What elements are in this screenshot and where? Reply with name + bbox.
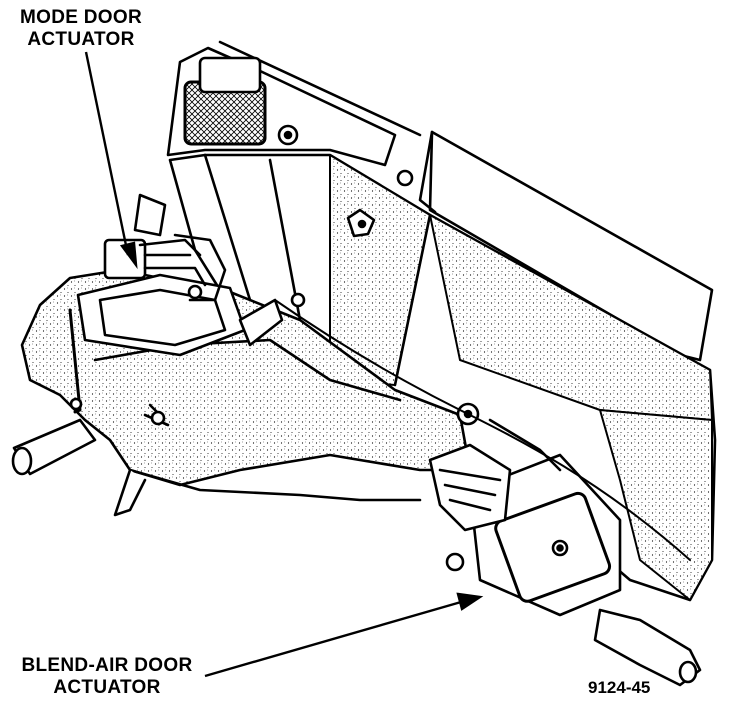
mode-actuator-tab bbox=[133, 193, 167, 237]
mode-actuator-wires bbox=[138, 238, 207, 287]
blend-air-door-actuator bbox=[428, 402, 622, 617]
mode-door-leader-arrow bbox=[119, 241, 138, 270]
control-cable bbox=[274, 299, 691, 561]
mode-actuator-face bbox=[98, 288, 227, 347]
blend-air-door-actuator-label: BLEND-AIR DOOR ACTUATOR bbox=[2, 655, 212, 699]
duct-outlet-opening bbox=[11, 446, 33, 476]
blend-actuator-hub-center bbox=[556, 544, 564, 552]
lower-right-foot-end bbox=[678, 660, 698, 684]
plenum-lower-edge bbox=[128, 468, 422, 502]
figure-number: 9124-45 bbox=[588, 678, 651, 697]
mode-door-leader-line bbox=[84, 51, 130, 256]
callout-leaders bbox=[84, 51, 484, 678]
cover-vent-cap bbox=[198, 56, 262, 94]
blend-actuator-lower-screw bbox=[445, 552, 465, 572]
blend-air-leader-line bbox=[204, 598, 469, 678]
blend-actuator-wires bbox=[438, 468, 502, 512]
evaporator-box-edge bbox=[418, 130, 437, 214]
mode-door-actuator-label: MODE DOOR ACTUATOR bbox=[6, 7, 156, 51]
mode-door-actuator bbox=[68, 193, 306, 414]
mode-actuator-mount-arm bbox=[238, 298, 284, 347]
center-bracket-bolt bbox=[357, 219, 367, 229]
mode-actuator-bracket bbox=[173, 233, 227, 302]
heater-ac-housing bbox=[11, 40, 717, 687]
blend-air-leader-arrow bbox=[456, 592, 484, 611]
mounting-fork bbox=[113, 468, 147, 517]
cover-screw-center bbox=[283, 130, 293, 140]
mount-stud-head bbox=[150, 410, 166, 426]
mode-actuator-lever bbox=[68, 308, 82, 414]
mode-actuator-screw bbox=[290, 292, 306, 308]
mode-actuator-lever-end bbox=[69, 397, 83, 411]
housing-lower-right bbox=[599, 409, 713, 601]
blend-actuator-link bbox=[488, 418, 562, 472]
blend-air-label-line-1: BLEND-AIR DOOR bbox=[21, 655, 193, 676]
mode-door-label-line-2: ACTUATOR bbox=[27, 29, 135, 50]
mode-door-label-line-1: MODE DOOR bbox=[20, 7, 142, 28]
blend-air-label-line-2: ACTUATOR bbox=[53, 677, 161, 698]
housing-divider-1 bbox=[203, 153, 432, 387]
evaporator-clip bbox=[396, 169, 414, 187]
mode-actuator-pivot bbox=[187, 284, 203, 300]
